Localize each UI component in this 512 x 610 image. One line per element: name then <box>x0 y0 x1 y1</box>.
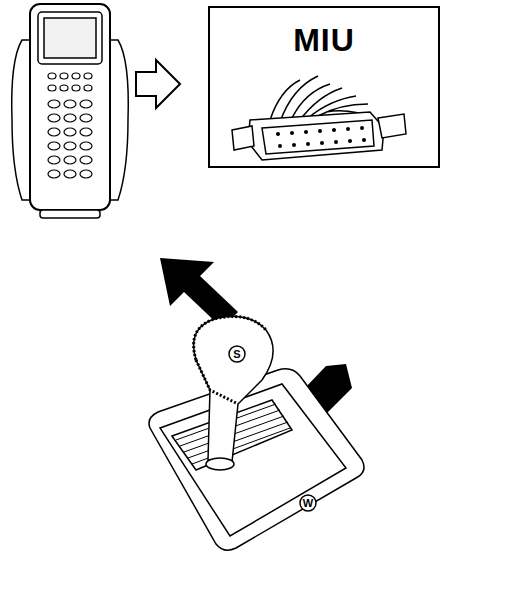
dlc-connector <box>232 76 406 160</box>
part-name: MIU <box>210 22 438 59</box>
shift-knob <box>194 317 273 471</box>
part-box: MIU <box>208 6 440 168</box>
symbol-letter: S <box>230 347 244 361</box>
symbol-letter: W <box>301 496 315 510</box>
hollow-arrow <box>136 60 180 108</box>
scan-tool <box>12 4 129 218</box>
shift-plate <box>149 369 364 550</box>
